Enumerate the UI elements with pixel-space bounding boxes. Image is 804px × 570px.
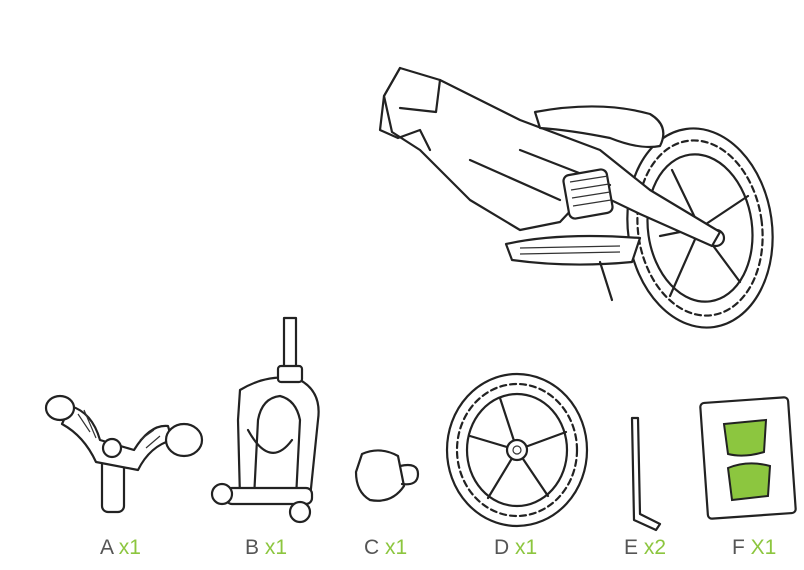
part-d-wheel-drawing xyxy=(445,372,589,528)
part-f-letter: F xyxy=(732,536,745,559)
part-f-sticker-sheet-drawing xyxy=(699,396,797,520)
part-e-label: E x2 xyxy=(624,536,666,560)
part-a-quantity: x1 xyxy=(118,536,141,559)
part-c-label: C x1 xyxy=(364,536,407,560)
part-e-letter: E xyxy=(624,536,639,559)
bike-footrest xyxy=(504,234,642,266)
part-e-quantity: x2 xyxy=(643,536,667,559)
part-c-clamp-drawing xyxy=(354,449,420,502)
part-d-quantity: x1 xyxy=(515,536,538,559)
part-c-quantity: x1 xyxy=(385,536,408,559)
part-d-letter: D xyxy=(494,536,510,559)
bike-frame xyxy=(382,66,722,248)
balance-bike-drawing xyxy=(378,66,774,329)
part-a-letter: A xyxy=(100,536,113,559)
part-f-quantity: X1 xyxy=(750,536,777,559)
part-a-handlebar-drawing xyxy=(44,394,204,514)
part-d-label: D x1 xyxy=(494,536,537,560)
part-b-fork-drawing xyxy=(210,316,320,524)
bike-seat xyxy=(533,105,665,149)
part-e-hex-key-drawing xyxy=(630,416,662,532)
part-b-letter: B xyxy=(245,536,260,559)
part-a-label: A x1 xyxy=(100,536,141,560)
part-f-label: F X1 xyxy=(732,536,776,560)
part-c-letter: C xyxy=(364,536,380,559)
part-b-label: B x1 xyxy=(245,536,287,560)
part-b-quantity: x1 xyxy=(264,536,288,559)
